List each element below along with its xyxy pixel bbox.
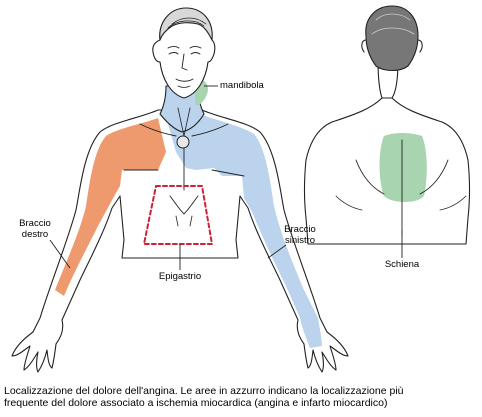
back-head [366,6,418,71]
caption-line-1: Localizzazione del dolore dell'angina. L… [4,385,480,397]
label-mandibola: mandibola [220,80,264,91]
back-pain-area [380,133,427,202]
label-braccio-sinistro-line2: sinistro [285,235,315,246]
label-braccio-sinistro-line1: Braccio [284,224,316,235]
label-braccio-destro: Braccio destro [14,218,56,240]
label-schiena: Schiena [378,259,426,270]
figure-caption: Localizzazione del dolore dell'angina. L… [4,385,480,409]
caption-line-2: frequente del dolore associato a ischemi… [4,397,480,409]
label-epigastrio: Epigastrio [150,271,210,282]
front-figure [12,8,348,372]
label-braccio-sinistro: Braccio sinistro [278,224,322,246]
back-figure [305,6,470,244]
label-braccio-destro-line2: destro [22,229,48,240]
label-braccio-destro-line1: Braccio [19,218,51,229]
